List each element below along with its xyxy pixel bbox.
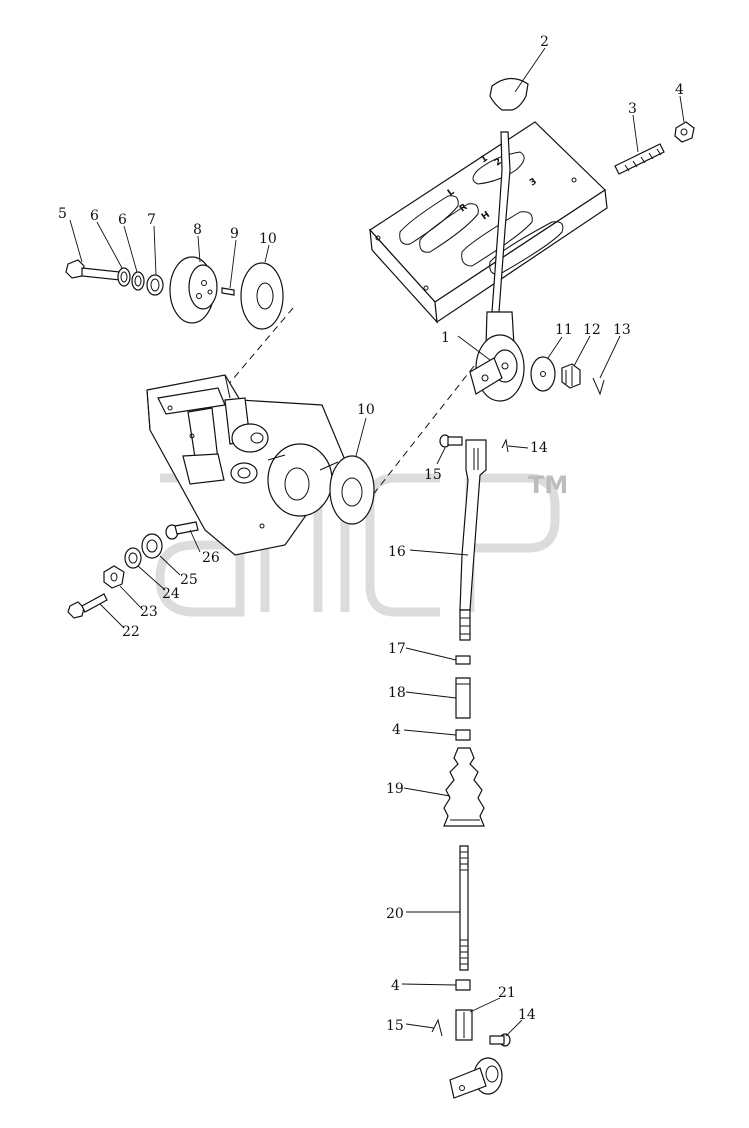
- assembly-lines: [221, 307, 475, 497]
- washer-10a: [240, 262, 284, 330]
- callout-22: 22: [122, 624, 140, 640]
- gate-mark-r: R: [458, 202, 469, 214]
- gate-mark-2: 2: [493, 157, 504, 169]
- threaded-rod-20: [459, 845, 469, 971]
- washer-6b: [131, 271, 145, 291]
- callout-13: 13: [613, 322, 631, 338]
- callout-4-middle: 4: [392, 722, 401, 738]
- nut-4-top: [674, 121, 695, 143]
- callout-8: 8: [193, 222, 202, 238]
- callout-4-top: 4: [675, 82, 684, 98]
- callout-labels: 2 3 4 5 6 6 7 8 9 10 1 11 12 13 10 14 15…: [58, 34, 684, 1034]
- nut-4-middle: [455, 729, 471, 741]
- callout-16: 16: [388, 544, 406, 560]
- spring-washer-7: [146, 274, 164, 296]
- callout-1: 1: [441, 330, 450, 346]
- trademark-label: TM: [528, 471, 568, 499]
- callout-15-upper: 15: [424, 467, 442, 483]
- shift-lever: [469, 131, 525, 402]
- callout-11: 11: [555, 322, 573, 338]
- bolt-3: [614, 143, 665, 175]
- callout-6a: 6: [90, 208, 99, 224]
- callout-12: 12: [583, 322, 601, 338]
- washer-10b: [329, 455, 375, 525]
- callout-21: 21: [498, 985, 516, 1001]
- callout-25: 25: [180, 572, 198, 588]
- cotter-pin-14-upper: [501, 438, 509, 453]
- callout-10b: 10: [357, 402, 375, 418]
- sleeve-18: [455, 677, 471, 719]
- callout-5: 5: [58, 206, 67, 222]
- bolt-22: [67, 593, 108, 619]
- shift-knob: [489, 77, 529, 111]
- bolt-15-upper: [439, 434, 463, 448]
- gate-mark-l: L: [446, 187, 457, 199]
- callout-6b: 6: [118, 212, 127, 228]
- gate-mark-1: 1: [479, 154, 490, 166]
- rubber-boot-19: [443, 747, 485, 827]
- callout-23: 23: [140, 604, 158, 620]
- bolt-5: [65, 259, 121, 281]
- callout-14-upper: 14: [530, 440, 548, 456]
- clevis-21: [455, 1009, 473, 1041]
- leader-lines: [69, 47, 685, 1037]
- rod-16: [459, 439, 487, 641]
- callout-9: 9: [230, 226, 239, 242]
- bolt-14-lower: [489, 1033, 511, 1047]
- callout-10a: 10: [259, 231, 277, 247]
- callout-15-lower: 15: [386, 1018, 404, 1034]
- washer-11: [530, 356, 556, 392]
- callout-7: 7: [147, 212, 156, 228]
- nut-23: [103, 565, 125, 589]
- callout-2: 2: [540, 34, 549, 50]
- bottom-lever: [449, 1057, 503, 1099]
- callout-17: 17: [388, 641, 406, 657]
- pin-26: [165, 521, 199, 540]
- castle-nut-12: [561, 363, 581, 389]
- washer-6a: [117, 267, 131, 287]
- shift-gate-plate: 1 2 3 R L H: [369, 121, 608, 324]
- hub-8: [169, 256, 218, 324]
- gate-mark-3: 3: [528, 177, 539, 189]
- callout-14-lower: 14: [518, 1007, 536, 1023]
- callout-4-lower: 4: [391, 978, 400, 994]
- cotter-pin-13: [592, 377, 605, 396]
- callout-20: 20: [386, 906, 404, 922]
- washer-24: [124, 547, 142, 569]
- callout-3: 3: [628, 101, 637, 117]
- nut-17: [455, 655, 471, 665]
- housing-bracket: [146, 374, 346, 556]
- nut-4-lower: [455, 979, 471, 991]
- callout-18: 18: [388, 685, 406, 701]
- callout-24: 24: [162, 586, 180, 602]
- gate-mark-h: H: [480, 210, 492, 223]
- callout-19: 19: [386, 781, 404, 797]
- callout-26: 26: [202, 550, 220, 566]
- bushing-25: [141, 533, 163, 559]
- pin-9: [221, 287, 235, 296]
